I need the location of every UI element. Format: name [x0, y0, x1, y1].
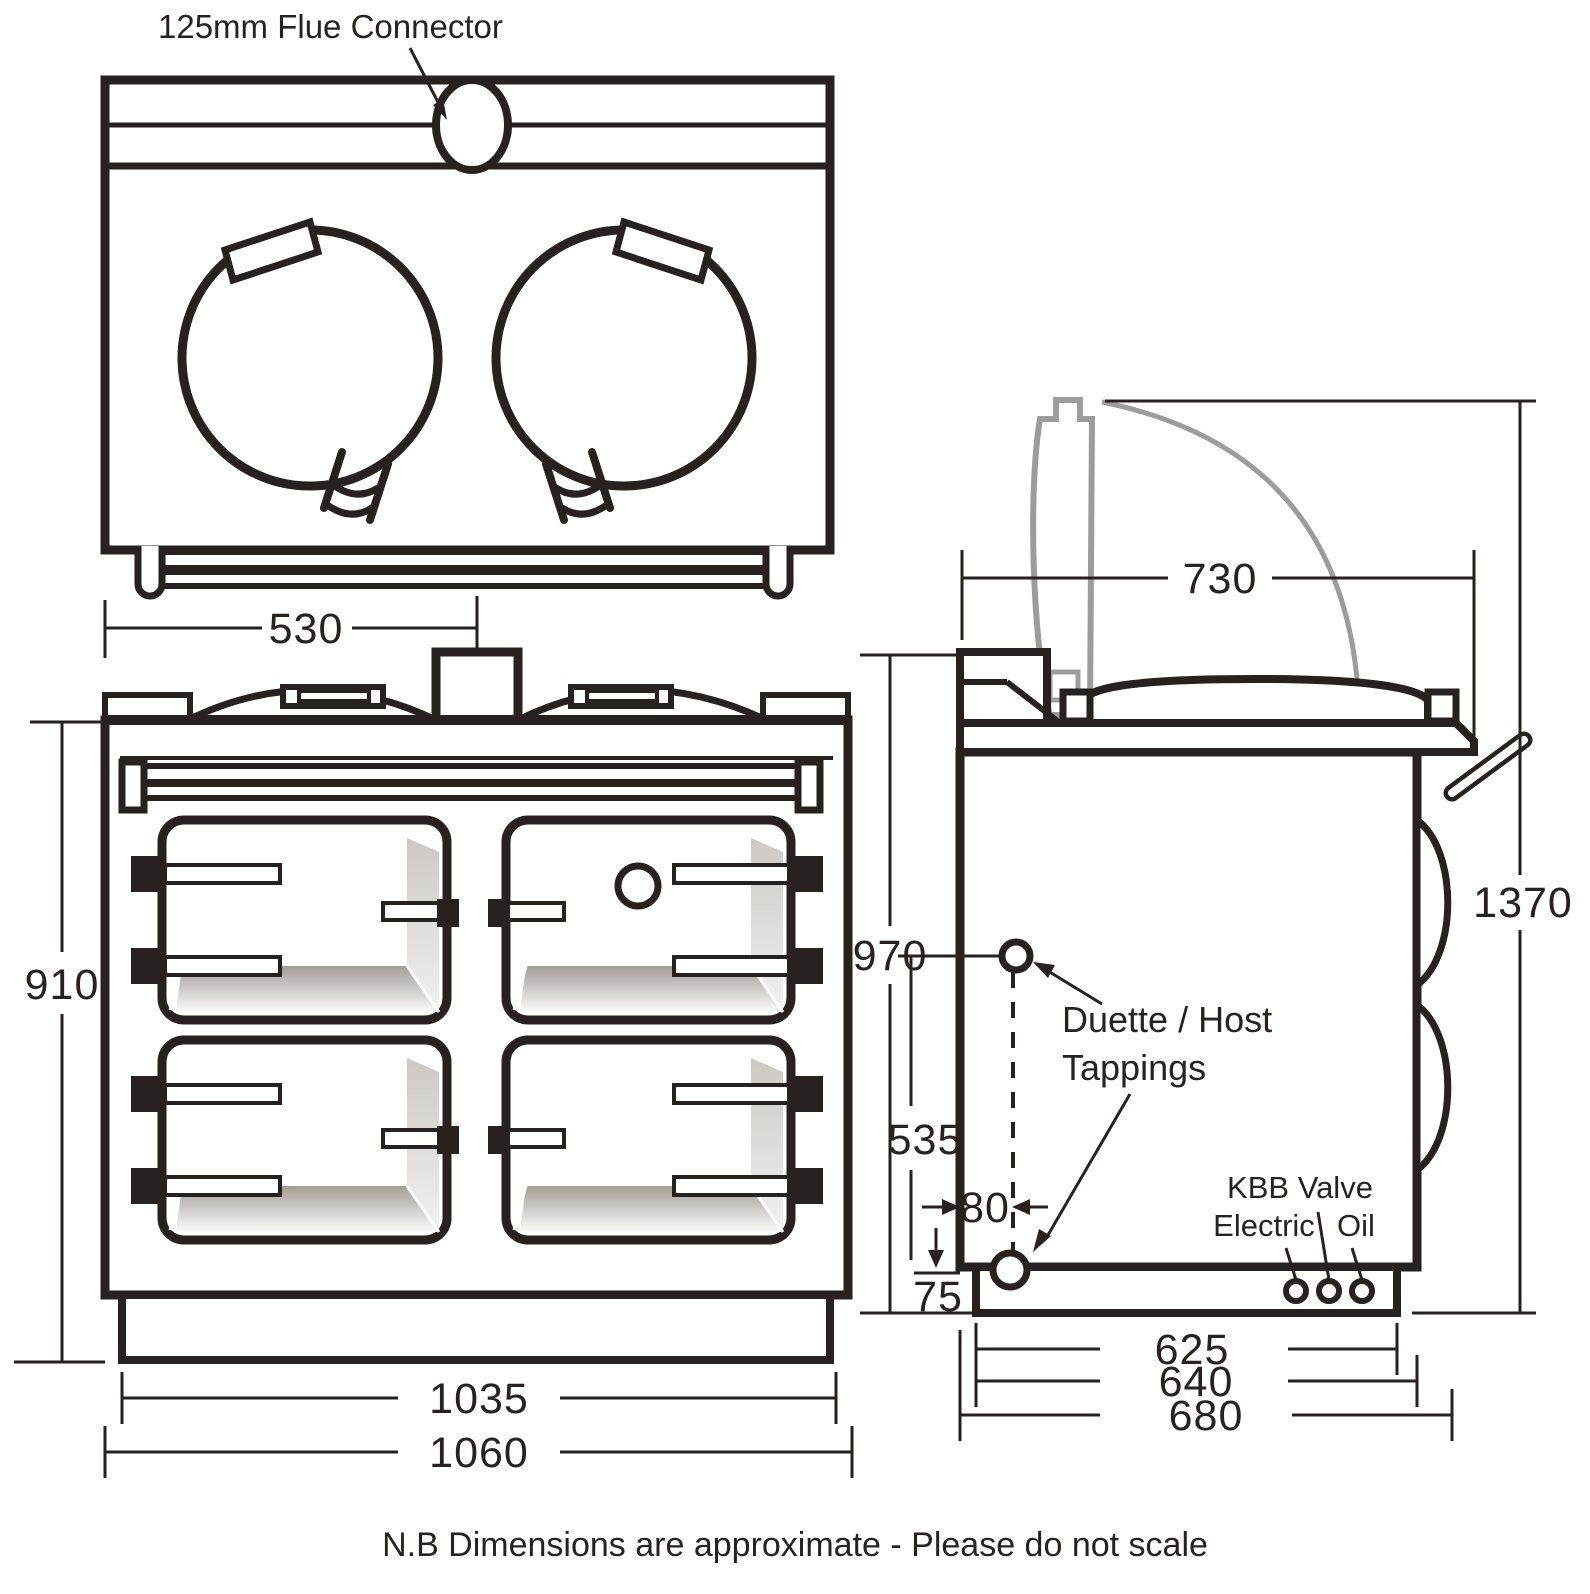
oven-door-bottom-right — [488, 1035, 823, 1245]
side-door-profile-bottom — [1413, 998, 1452, 1177]
lid-hinge-right — [1424, 688, 1460, 725]
hinge-icon — [131, 1076, 165, 1112]
kbb-callout: KBB Valve Electric Oil — [1213, 1170, 1375, 1281]
svg-text:910: 910 — [25, 961, 100, 1009]
latch-icon — [488, 899, 510, 927]
svg-text:625: 625 — [1155, 1326, 1230, 1374]
front-flue-box — [431, 647, 523, 725]
flue-leader-line — [408, 47, 443, 109]
dimensions: 530 910 1035 1060 — [14, 399, 1573, 1478]
open-lid-outline — [1030, 397, 1096, 718]
svg-text:1035: 1035 — [429, 1375, 529, 1423]
hinge-icon — [131, 948, 165, 984]
kbb-oil-valve-icon — [1349, 1278, 1375, 1304]
dim-80: 80 — [922, 1184, 1048, 1232]
hinge-icon — [131, 856, 165, 892]
dim-75: 75 — [913, 1228, 963, 1321]
tappings-label-line2: Tappings — [1062, 1047, 1206, 1088]
top-view: 125mm Flue Connector — [100, 8, 835, 600]
left-hotplate-lid — [177, 225, 443, 491]
front-view — [100, 647, 853, 1364]
svg-text:730: 730 — [1183, 555, 1258, 603]
latch-icon — [488, 1126, 510, 1154]
tappings-callout: Duette / Host Tappings — [1033, 962, 1272, 1252]
hinge-icon — [789, 1168, 823, 1204]
right-hotplate-lid — [491, 225, 757, 491]
worktop-slab — [956, 719, 1478, 756]
dim-1370: 1370 — [1105, 399, 1573, 1315]
dim-680: 680 — [958, 1330, 1454, 1441]
oven-door-top-right — [488, 815, 823, 1025]
kbb-electric-label: Electric — [1213, 1208, 1315, 1243]
lid-swing-arc — [1101, 399, 1361, 691]
hinge-icon — [131, 1168, 165, 1204]
dim-970: 970 — [853, 653, 976, 1315]
front-plinth — [118, 1291, 834, 1364]
left-lid-hinge — [320, 448, 392, 524]
svg-text:640: 640 — [1159, 1358, 1234, 1406]
upper-tapping-circle — [998, 938, 1034, 974]
flue-leader-arrowhead-icon — [433, 99, 447, 120]
lid-hinge-left — [1059, 688, 1094, 725]
dim-730: 730 — [960, 550, 1476, 737]
side-flue-slope — [1005, 679, 1062, 726]
kbb-electric-valve-icon — [1283, 1278, 1309, 1304]
side-flue-profile — [956, 648, 1051, 727]
dim-625: 625 — [974, 1323, 1399, 1407]
side-door-profile-top — [1413, 813, 1452, 992]
footer-note: N.B Dimensions are approximate - Please … — [382, 1526, 1208, 1564]
side-body — [955, 747, 1422, 1272]
svg-text:1060: 1060 — [429, 1429, 529, 1477]
svg-text:680: 680 — [1169, 1392, 1244, 1440]
closed-lid-dome — [1081, 674, 1432, 723]
right-lid-handle-tab — [611, 217, 714, 285]
hinge-icon — [789, 948, 823, 984]
kbb-valve-label: KBB Valve — [1227, 1170, 1373, 1205]
flue-connector-label: 125mm Flue Connector — [158, 8, 503, 45]
hinge-icon — [789, 856, 823, 892]
left-lid-handle-tab — [220, 217, 323, 285]
side-view — [955, 397, 1533, 1317]
latch-icon — [437, 1126, 459, 1154]
svg-text:535: 535 — [888, 1116, 963, 1164]
svg-text:75: 75 — [913, 1273, 963, 1321]
kbb-valve-icon — [1316, 1278, 1342, 1304]
svg-text:530: 530 — [269, 605, 344, 653]
dim-535: 535 — [888, 954, 1002, 1260]
dim-1060: 1060 — [103, 1426, 854, 1478]
kbb-oil-label: Oil — [1337, 1208, 1375, 1243]
top-view-towel-rail — [134, 546, 794, 600]
right-lid-hinge — [542, 448, 614, 524]
svg-text:1370: 1370 — [1473, 879, 1573, 927]
oven-door-top-left — [131, 815, 459, 1025]
dim-910: 910 — [14, 720, 105, 1364]
arrowhead-icon — [1033, 1229, 1051, 1252]
dim-530: 530 — [103, 596, 479, 658]
front-towel-rail — [118, 756, 833, 814]
dim-640: 640 — [976, 1355, 1419, 1407]
latch-icon — [437, 899, 459, 927]
svg-text:80: 80 — [960, 1184, 1010, 1232]
lower-tapping-circle — [989, 1249, 1031, 1291]
tappings-label-line1: Duette / Host — [1062, 999, 1272, 1040]
oven-door-bottom-left — [131, 1035, 459, 1245]
left-dome-handle-inner — [297, 689, 371, 703]
dim-1035: 1035 — [120, 1372, 838, 1424]
door-handle-rod-inner — [1448, 736, 1528, 797]
arrowhead-icon — [1033, 962, 1055, 978]
flue-connector-circle — [432, 76, 512, 174]
right-dome-handle-inner — [585, 689, 659, 703]
hinge-icon — [789, 1076, 823, 1112]
thermometer-dial-icon — [614, 862, 662, 910]
